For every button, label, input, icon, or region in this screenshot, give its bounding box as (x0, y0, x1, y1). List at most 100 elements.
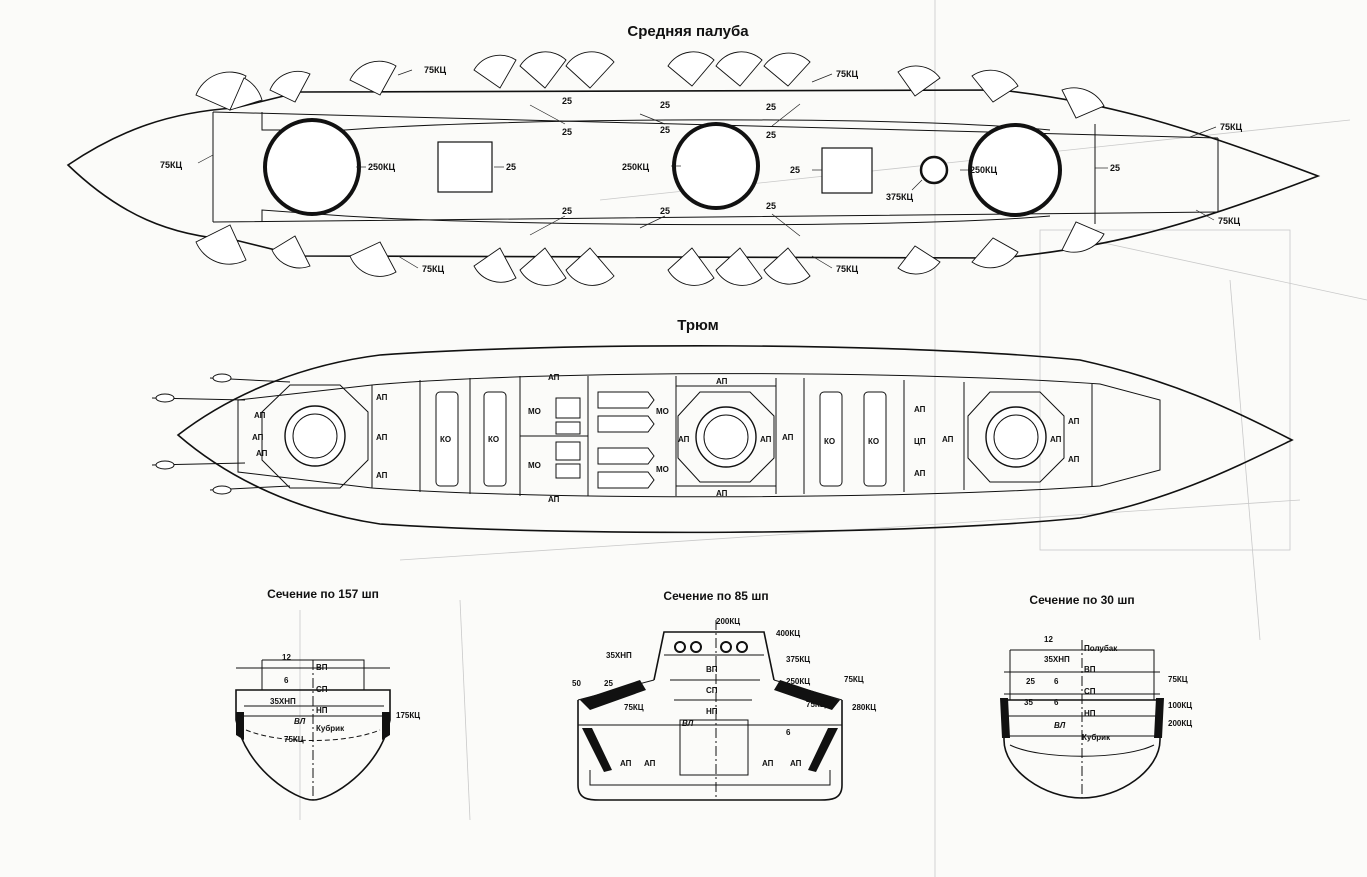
label-hold-11: МО (656, 465, 669, 474)
label-s30-9: 6 (1054, 698, 1059, 707)
label-md-6: 75КЦ (836, 264, 859, 274)
label-hold-6: КО (440, 435, 451, 444)
label-s85-2: 35ХНП (606, 651, 632, 660)
label-hold-8: МО (528, 407, 541, 416)
label-md-21: 25 (660, 100, 670, 110)
section-30-drawing: Сечение по 30 шп 12 Полубак 35ХНП ВП 25 … (1000, 593, 1192, 799)
label-md-9: 250КЦ (970, 165, 998, 175)
section-157-drawing: Сечение по 157 шп 12 ВП 6 СП 35ХНП НП ВЛ… (235, 587, 420, 801)
label-md-19: 25 (766, 201, 776, 211)
label-hold-2: АП (256, 449, 268, 458)
middle-deck-leaders (197, 69, 1217, 269)
label-hold-23: АП (914, 469, 926, 478)
label-s30-12: 200КЦ (1168, 719, 1192, 728)
fore-turret-ring (263, 118, 361, 216)
label-hold-13: АП (548, 495, 560, 504)
label-s85-5: 50 (572, 679, 581, 688)
label-s30-11: 100КЦ (1168, 701, 1192, 710)
conning-tower-ring (919, 155, 949, 185)
hold-turret-mid (677, 391, 775, 483)
hold-turret-fore (261, 384, 369, 489)
label-s85-10: 75КЦ (624, 703, 644, 712)
label-hold-3: АП (376, 393, 388, 402)
aft-turret-ring (968, 123, 1062, 217)
label-md-17: 25 (562, 206, 572, 216)
label-s85-0: 200КЦ (716, 617, 740, 626)
middle-deck-title: Средняя палуба (627, 23, 749, 40)
section-30-title: Сечение по 30 шп (1029, 593, 1134, 607)
label-s30-5: 6 (1054, 677, 1059, 686)
section-85-drawing: Сечение по 85 шп 200КЦ 400КЦ 35ХНП 375КЦ… (572, 589, 876, 801)
label-md-11: 25 (506, 162, 516, 172)
label-hold-14: АП (716, 377, 728, 386)
label-md-0: 75КЦ (424, 65, 447, 75)
label-s157-4: 35ХНП (270, 697, 296, 706)
label-s30-0: 12 (1044, 635, 1053, 644)
label-s85-7: СП (706, 686, 718, 695)
hatch-aft (821, 147, 873, 194)
engines (555, 391, 655, 489)
label-s30-7: 75КЦ (1168, 675, 1188, 684)
label-s30-6: СП (1084, 687, 1096, 696)
label-md-18: 25 (660, 206, 670, 216)
label-hold-16: АП (760, 435, 772, 444)
label-s157-2: 6 (284, 676, 289, 685)
label-hold-17: АП (716, 489, 728, 498)
label-s157-6: ВЛ (294, 717, 306, 726)
label-hold-0: АП (254, 411, 266, 420)
section-85-title: Сечение по 85 шп (663, 589, 768, 603)
label-s85-8: 250КЦ (786, 677, 810, 686)
label-s85-13: 280КЦ (852, 703, 876, 712)
middle-deck-labels: 75КЦ 75КЦ 75КЦ 75КЦ 75КЦ 75КЦ 75КЦ 250КЦ… (160, 65, 1243, 274)
label-md-2: 75КЦ (1220, 122, 1243, 132)
label-s157-1: ВП (316, 663, 328, 672)
label-s85-17: АП (644, 759, 656, 768)
label-s85-18: АП (762, 759, 774, 768)
label-s85-1: 400КЦ (776, 629, 800, 638)
label-hold-10: МО (656, 407, 669, 416)
hatch-fore (437, 141, 493, 193)
label-s30-10: НП (1084, 709, 1096, 718)
label-hold-1: АП (252, 433, 264, 442)
hold-title: Трюм (677, 317, 718, 334)
label-md-13: 25 (1110, 163, 1120, 173)
label-md-1: 75КЦ (836, 69, 859, 79)
label-s30-13: ВЛ (1054, 721, 1066, 730)
label-s157-8: Кубрик (316, 724, 345, 733)
hold-drawing: Трюм (151, 317, 1294, 534)
label-md-15: 25 (660, 125, 670, 135)
label-s30-1: Полубак (1084, 644, 1118, 653)
label-md-10: 375КЦ (886, 192, 914, 202)
gun-fans-top (195, 51, 1105, 119)
label-s85-6: 25 (604, 679, 613, 688)
label-s85-9: 75КЦ (844, 675, 864, 684)
label-hold-21: АП (914, 405, 926, 414)
label-s85-19: АП (790, 759, 802, 768)
label-md-22: 25 (766, 102, 776, 112)
label-md-3: 75КЦ (160, 160, 183, 170)
label-hold-18: АП (782, 433, 794, 442)
gun-fans-bottom (195, 221, 1105, 286)
label-s157-7: 175КЦ (396, 711, 420, 720)
label-s30-3: ВП (1084, 665, 1096, 674)
label-md-8: 250КЦ (622, 162, 650, 172)
label-md-16: 25 (766, 130, 776, 140)
label-s85-14: ВЛ (682, 719, 694, 728)
label-s30-2: 35ХНП (1044, 655, 1070, 664)
label-hold-9: МО (528, 461, 541, 470)
label-hold-27: АП (1068, 455, 1080, 464)
hold-labels: АП АП АП АП АП АП КО КО МО МО МО МО АП А… (252, 373, 1080, 504)
label-md-5: 75КЦ (422, 264, 445, 274)
label-hold-20: КО (868, 437, 879, 446)
label-s85-3: 375КЦ (786, 655, 810, 664)
label-hold-19: КО (824, 437, 835, 446)
label-s85-16: АП (620, 759, 632, 768)
label-s85-15: 6 (786, 728, 791, 737)
label-hold-15: АП (678, 435, 690, 444)
background-bleed-through (299, 0, 1367, 877)
label-hold-5: АП (376, 471, 388, 480)
boilers (435, 391, 887, 487)
label-s85-11: НП (706, 707, 718, 716)
